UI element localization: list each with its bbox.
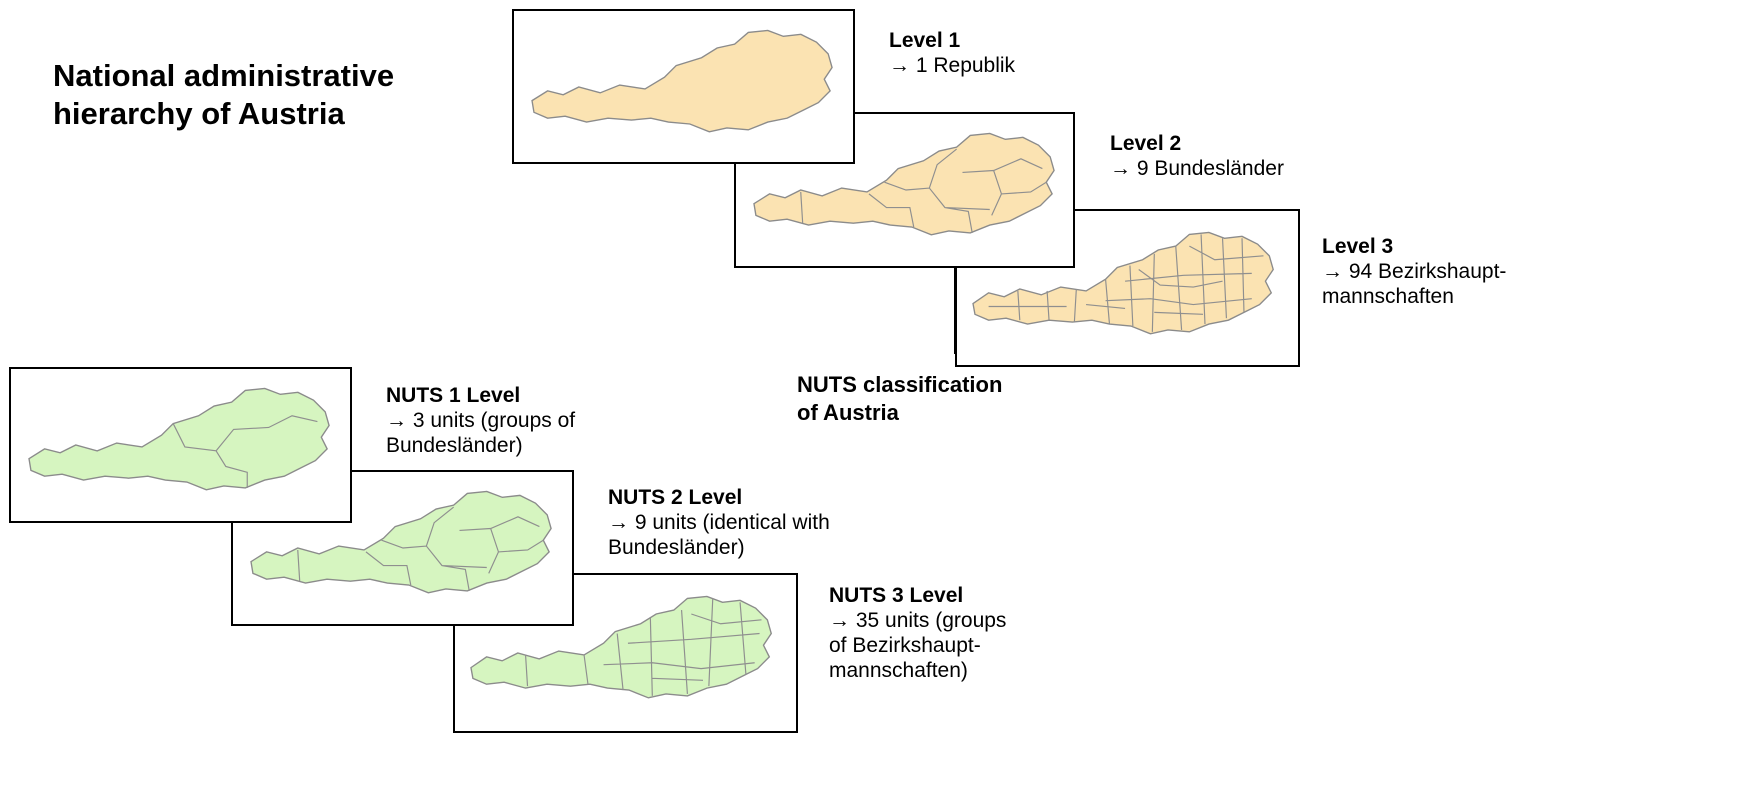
level-1-heading: Level 1 xyxy=(889,29,961,52)
nuts-1-description-line-2: Bundesländer) xyxy=(386,434,523,457)
nuts-1-label: NUTS 1 Level → 3 units (groups of Bundes… xyxy=(386,383,575,458)
level-2-heading: Level 2 xyxy=(1110,132,1182,155)
level-3-label: Level 3 → 94 Bezirkshaupt- mannschaften xyxy=(1322,234,1506,309)
connector-line xyxy=(954,268,956,354)
nuts-3-heading: NUTS 3 Level xyxy=(829,584,964,607)
austria-nuts1-map xyxy=(28,387,330,491)
level-1-label: Level 1 → 1 Republik xyxy=(889,28,1015,78)
level-1-map xyxy=(512,9,855,164)
level-3-heading: Level 3 xyxy=(1322,235,1394,258)
nuts-2-description-line-2: Bundesländer) xyxy=(608,536,745,559)
austria-districts-map xyxy=(972,231,1274,335)
austria-states-map xyxy=(753,132,1055,236)
austria-nuts2-map xyxy=(250,490,552,594)
nuts-1-heading: NUTS 1 Level xyxy=(386,384,521,407)
nuts-3-description-line-1: → 35 units (groups xyxy=(829,609,1007,632)
national-hierarchy-title: National administrative hierarchy of Aus… xyxy=(53,58,395,131)
level-3-map xyxy=(955,209,1300,367)
nuts-1-description-line-1: → 3 units (groups of xyxy=(386,409,576,432)
level-1-description: → 1 Republik xyxy=(889,54,1016,77)
nuts-3-description-line-3: mannschaften) xyxy=(829,659,968,682)
nuts-2-heading: NUTS 2 Level xyxy=(608,486,743,509)
austria-republic-map xyxy=(531,29,833,133)
level-2-description: → 9 Bundesländer xyxy=(1110,157,1284,180)
nuts-2-description-line-1: → 9 units (identical with xyxy=(608,511,830,534)
level-3-description-line-1: → 94 Bezirkshaupt- xyxy=(1322,260,1507,283)
level-3-description-line-2: mannschaften xyxy=(1322,285,1454,308)
nuts-3-map xyxy=(453,573,798,733)
level-2-label: Level 2 → 9 Bundesländer xyxy=(1110,131,1284,181)
nuts-1-map xyxy=(9,367,352,523)
nuts-3-description-line-2: of Bezirkshaupt- xyxy=(829,634,981,657)
austria-nuts3-map xyxy=(470,595,773,699)
connector-line xyxy=(453,626,455,726)
nuts-3-label: NUTS 3 Level → 35 units (groups of Bezir… xyxy=(829,583,1006,683)
nuts-classification-title: NUTS classification of Austria xyxy=(797,372,1003,425)
nuts-2-label: NUTS 2 Level → 9 units (identical with B… xyxy=(608,485,830,560)
